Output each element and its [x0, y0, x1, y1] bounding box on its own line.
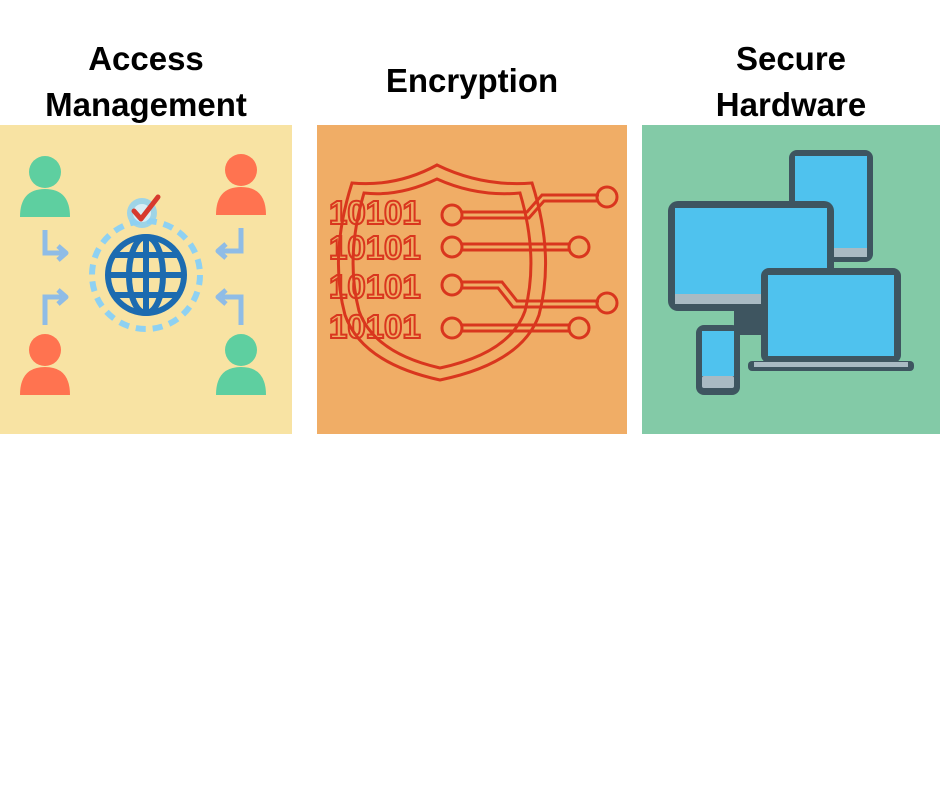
binary-row-2: 10101	[329, 229, 421, 266]
access-management-illustration	[0, 125, 292, 434]
secure-hardware-title-line-1: Secure	[735, 40, 847, 77]
binary-row-1: 10101	[329, 194, 421, 231]
arrow-icon	[215, 228, 244, 260]
access-management-title-line-1: Access	[88, 40, 204, 77]
access-management-title-line-2: Management	[45, 86, 247, 123]
binary-row-3: 10101	[329, 268, 421, 305]
shield-icon	[336, 163, 548, 382]
access-management-title: Access Management	[0, 36, 292, 128]
secure-hardware-panel	[642, 125, 940, 434]
phone-icon	[696, 325, 740, 395]
checkmark-icon	[127, 194, 161, 228]
binary-row-4: 10101	[329, 308, 421, 345]
access-management-panel	[0, 125, 292, 434]
arrow-icon	[42, 288, 69, 325]
globe-icon	[105, 234, 187, 316]
laptop-icon	[748, 268, 914, 371]
secure-hardware-title: Secure Hardware	[642, 36, 940, 128]
arrow-icon	[42, 230, 69, 262]
encryption-title: Encryption	[317, 58, 627, 104]
arrow-icon	[215, 288, 244, 325]
encryption-illustration: 10101 10101 10101 10101	[317, 125, 627, 434]
user-icon	[20, 334, 70, 395]
user-icon	[20, 156, 70, 217]
circuit-icon	[440, 185, 619, 340]
dashed-ring	[89, 218, 203, 332]
secure-hardware-illustration	[642, 125, 940, 434]
encryption-panel: 10101 10101 10101 10101	[317, 125, 627, 434]
user-icon	[216, 334, 266, 395]
binary-rows: 10101 10101 10101 10101	[328, 193, 422, 346]
user-icon	[216, 154, 266, 215]
secure-hardware-title-line-2: Hardware	[715, 86, 867, 123]
encryption-title-line-1: Encryption	[385, 62, 559, 99]
